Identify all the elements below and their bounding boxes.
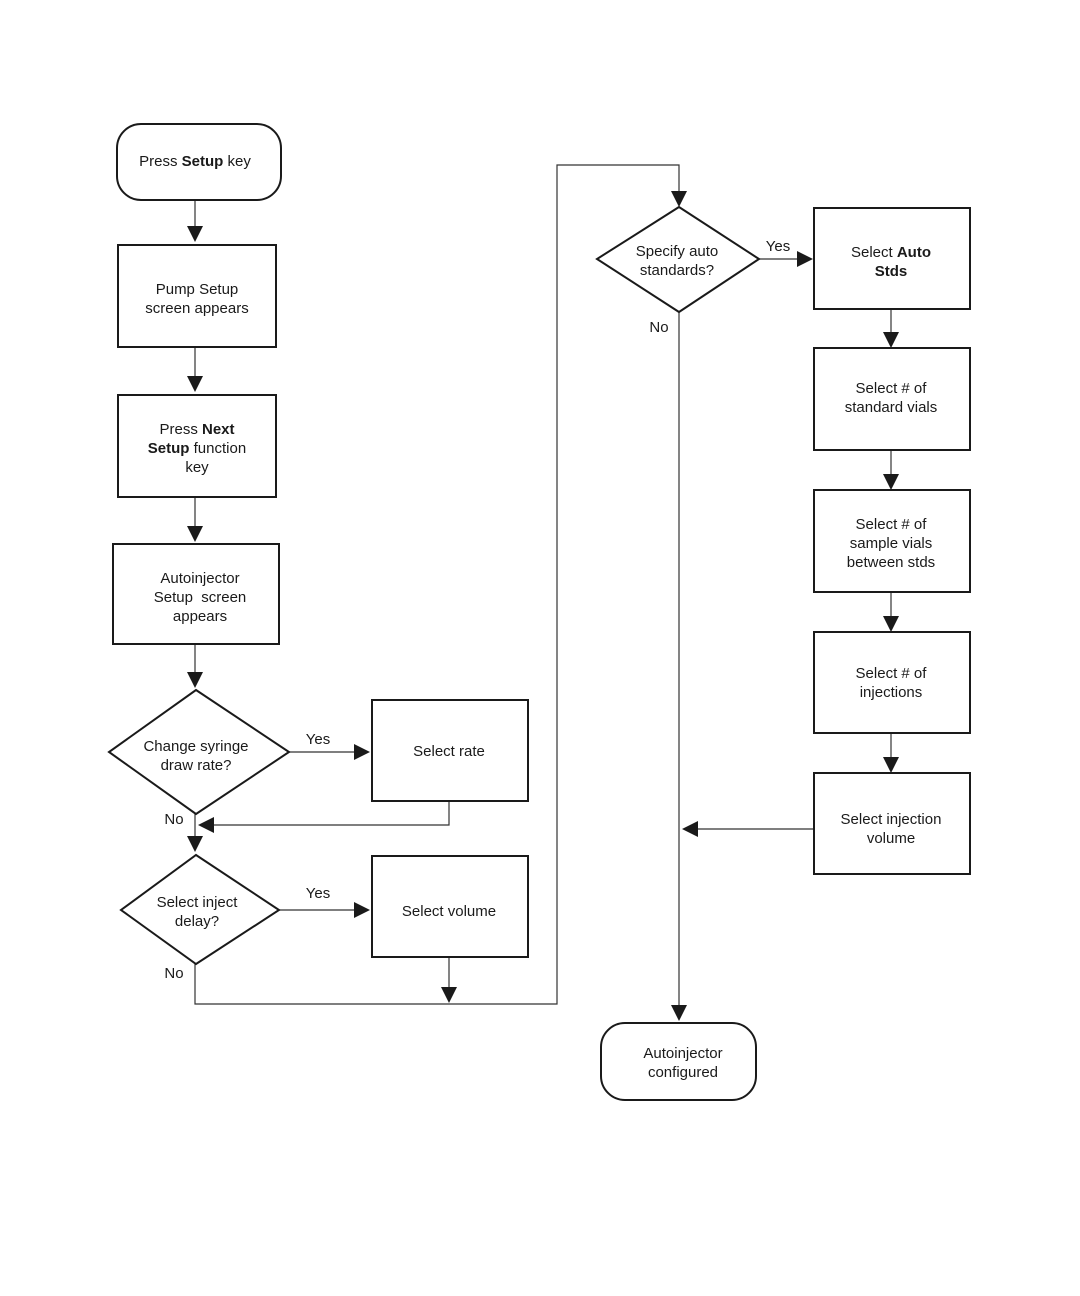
arrowhead: [682, 821, 698, 837]
select-volume-box: Select volume: [371, 855, 529, 958]
standard-vials-label-1: Select # of: [856, 380, 928, 397]
autoinjector-setup-label-3: appears: [173, 608, 227, 625]
inject-delay-label-1: Select inject: [157, 894, 239, 911]
arrowhead: [797, 251, 813, 267]
arrowhead: [883, 616, 899, 632]
arrowhead: [671, 1005, 687, 1021]
connector-delay-no-route: [194, 164, 680, 1005]
injections-label-2: injections: [860, 684, 923, 701]
select-volume-label: Select volume: [402, 903, 496, 920]
specify-no-label: No: [649, 319, 668, 336]
delay-no-label: No: [164, 965, 183, 982]
select-standard-vials-box: Select # of standard vials: [813, 347, 971, 451]
pump-setup-label-2: screen appears: [145, 300, 248, 317]
injections-label-1: Select # of: [856, 665, 928, 682]
arrowhead: [354, 902, 370, 918]
injection-volume-label-1: Select injection: [841, 811, 942, 828]
arrowhead: [187, 672, 203, 688]
connectors: [187, 164, 899, 1021]
arrowhead: [187, 836, 203, 852]
arrowhead: [187, 376, 203, 392]
syringe-no-label: No: [164, 811, 183, 828]
select-auto-stds-box: Select Auto Stds: [813, 207, 971, 310]
sample-vials-label-1: Select # of: [856, 516, 928, 533]
start-label: Press Setup key: [139, 153, 251, 170]
select-injections-box: Select # of injections: [813, 631, 971, 734]
pump-setup-label-1: Pump Setup: [156, 281, 239, 298]
specify-yes-label: Yes: [766, 238, 790, 255]
press-next-label-1: Press Next: [159, 421, 234, 438]
sample-vials-label-3: between stds: [847, 554, 935, 571]
change-syringe-label-1: Change syringe: [143, 738, 248, 755]
select-auto-stds-label-1: Select Auto: [851, 244, 931, 261]
arrowhead: [198, 817, 214, 833]
specify-auto-label-2: standards?: [640, 262, 714, 279]
arrowhead: [354, 744, 370, 760]
autoinjector-setup-label-1: Autoinjector: [160, 570, 239, 587]
arrowhead: [187, 226, 203, 242]
end-label-1: Autoinjector: [643, 1045, 722, 1062]
press-next-label-3: key: [185, 459, 209, 476]
arrowhead: [883, 757, 899, 773]
specify-auto-standards-decision: Specify auto standards?: [595, 205, 761, 314]
select-auto-stds-label-2: Stds: [875, 263, 908, 280]
change-syringe-label-2: draw rate?: [161, 757, 232, 774]
arrowhead: [671, 191, 687, 207]
select-inject-delay-decision: Select inject delay?: [119, 853, 281, 966]
select-injection-volume-box: Select injection volume: [813, 772, 971, 875]
select-rate-label: Select rate: [413, 743, 485, 760]
press-next-setup-box: Press Next Setup function key: [117, 394, 277, 498]
press-next-label-2: Setup function: [148, 440, 246, 457]
delay-yes-label: Yes: [306, 885, 330, 902]
autoinjector-setup-box: Autoinjector Setup screen appears: [112, 543, 280, 645]
change-syringe-decision: Change syringe draw rate?: [107, 688, 291, 816]
specify-auto-label-1: Specify auto: [636, 243, 719, 260]
injection-volume-label-2: volume: [867, 830, 915, 847]
standard-vials-label-2: standard vials: [845, 399, 938, 416]
select-rate-box: Select rate: [371, 699, 529, 802]
end-label-2: configured: [648, 1064, 718, 1081]
connector-rate-return: [214, 801, 450, 826]
sample-vials-label-2: sample vials: [850, 535, 933, 552]
inject-delay-label-2: delay?: [175, 913, 219, 930]
arrowhead: [187, 526, 203, 542]
arrowhead: [883, 332, 899, 348]
pump-setup-box: Pump Setup screen appears: [117, 244, 277, 348]
syringe-yes-label: Yes: [306, 731, 330, 748]
start-terminal: Press Setup key: [116, 123, 282, 201]
arrowhead: [441, 987, 457, 1003]
autoinjector-setup-label-2: Setup screen: [154, 589, 247, 606]
end-terminal: Autoinjector configured: [600, 1022, 757, 1101]
arrowhead: [883, 474, 899, 490]
select-sample-vials-box: Select # of sample vials between stds: [813, 489, 971, 593]
